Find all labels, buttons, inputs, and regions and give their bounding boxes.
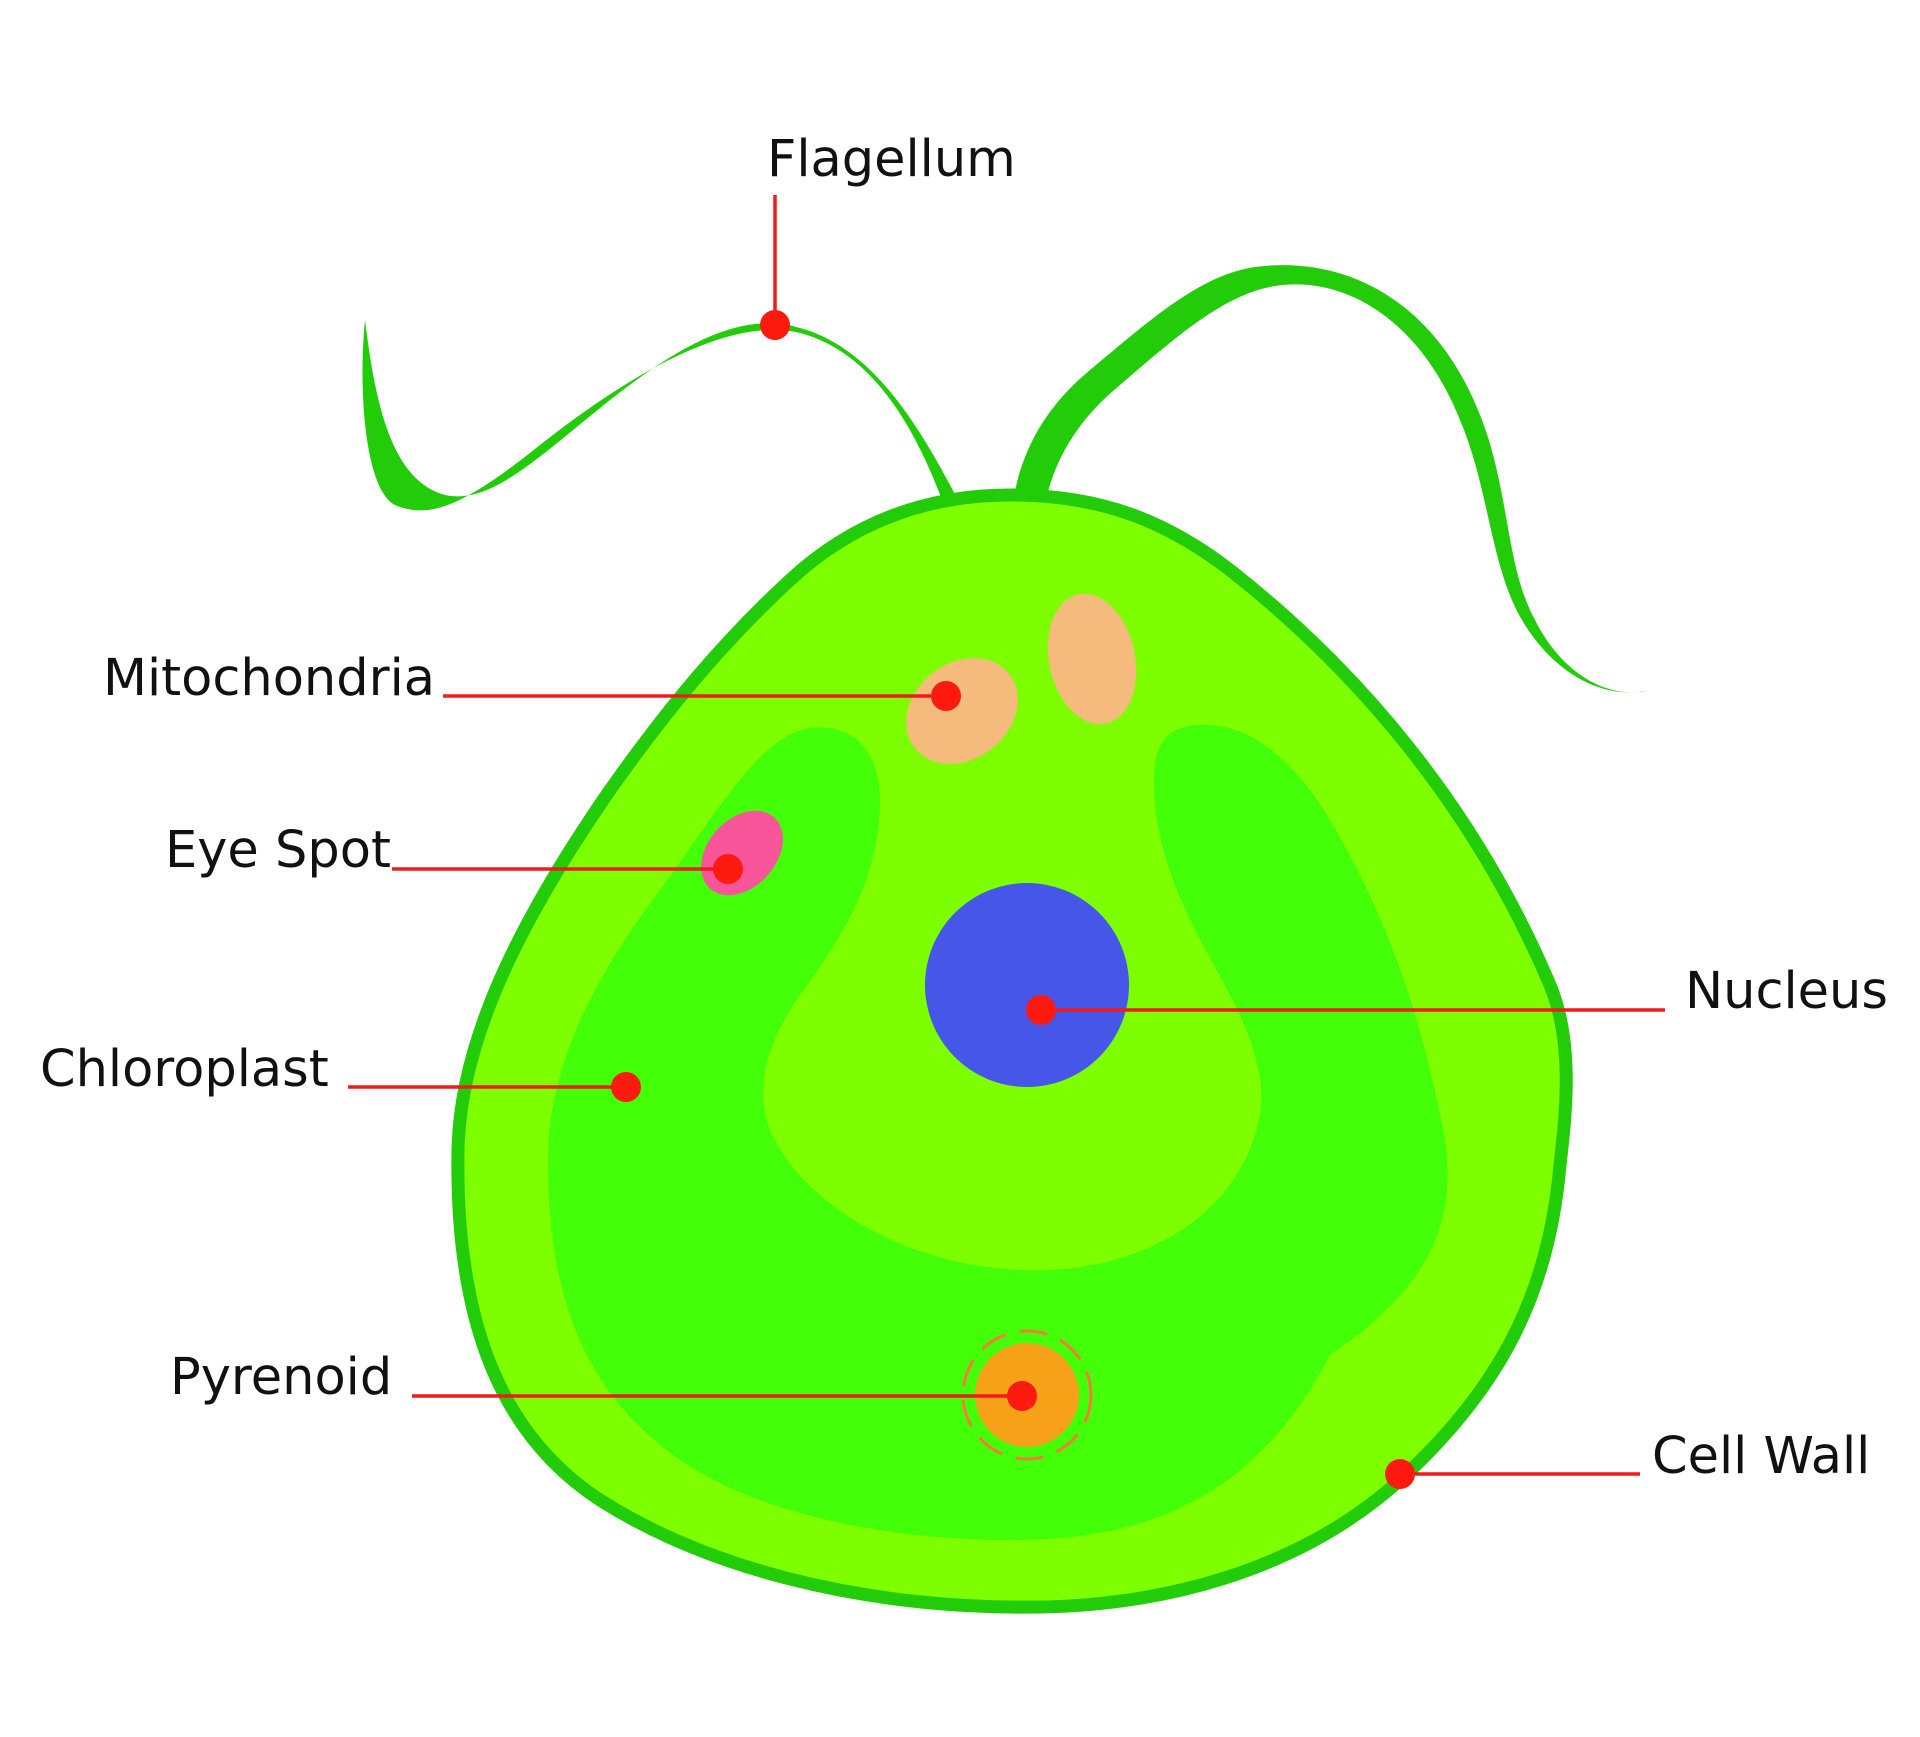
chloroplast-label: Chloroplast [40,1040,329,1099]
nucleus-marker-dot [1026,995,1056,1025]
mitochondrion-2 [1047,593,1137,725]
pyrenoid-halo [961,1329,1093,1461]
flagellum-label: Flagellum [767,130,1016,189]
pyrenoid-label: Pyrenoid [170,1348,392,1407]
labels: Flagellum Mitochondria Eye Spot Nucleus … [40,130,1888,1486]
mitochondrion-1 [906,658,1018,764]
cell-wall-label: Cell Wall [1652,1427,1870,1486]
nucleus [925,883,1129,1087]
mitochondria-group [906,593,1137,764]
eye-spot-label: Eye Spot [165,821,391,880]
mitochondria-marker-dot [931,681,961,711]
marker-dots [611,310,1415,1489]
chloroplast-marker-dot [611,1072,641,1102]
nucleus-label: Nucleus [1685,962,1888,1021]
flagellum-marker-dot [760,310,790,340]
pyrenoid-marker-dot [1007,1381,1037,1411]
cell-wall-marker-dot [1385,1459,1415,1489]
mitochondria-label: Mitochondria [103,649,435,708]
chloroplast [548,724,1448,1540]
leader-lines [348,195,1665,1476]
eye-spot-marker-dot [713,854,743,884]
